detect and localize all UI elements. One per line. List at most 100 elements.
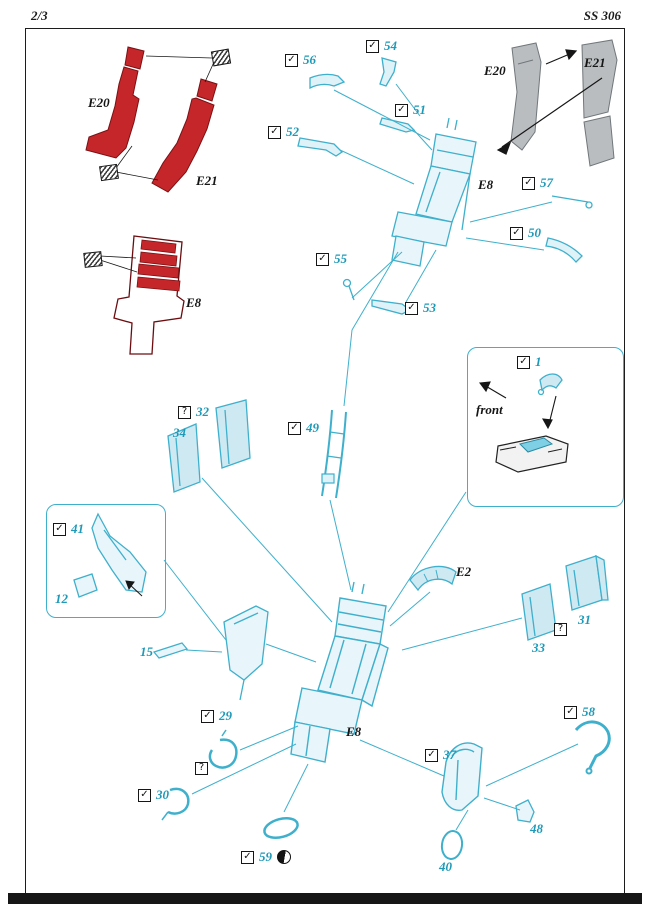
checkbox-icon: ✓ bbox=[425, 748, 438, 762]
label-e8-red: E8 bbox=[186, 295, 202, 310]
callout-58: ✓ 58 bbox=[564, 704, 595, 719]
check-icon: ✓ bbox=[287, 54, 296, 65]
part-number: 48 bbox=[530, 821, 543, 836]
hatch-leader-lines bbox=[99, 55, 215, 273]
part-number: 37 bbox=[443, 747, 456, 762]
pe-backrest-panel bbox=[223, 605, 269, 701]
bend-symbol-icon bbox=[277, 850, 291, 864]
part-number: 41 bbox=[71, 521, 84, 536]
part-number: 29 bbox=[219, 708, 232, 723]
detail-frame-box bbox=[467, 347, 624, 507]
callout-29: ✓ 29 bbox=[201, 708, 232, 723]
part-number: 53 bbox=[423, 300, 436, 315]
part-number: 54 bbox=[384, 38, 397, 53]
question-box-icon: ? bbox=[195, 761, 208, 775]
pe-panels-34-32 bbox=[167, 399, 251, 493]
pe-part-48 bbox=[515, 799, 535, 823]
pe-seat-top bbox=[391, 117, 477, 267]
checkbox-icon: ✓ bbox=[366, 39, 379, 53]
pe-hook-58 bbox=[574, 720, 611, 775]
question-icon: ? bbox=[181, 406, 188, 417]
page-footer-bar bbox=[8, 893, 642, 904]
sheet-code: SS 306 bbox=[583, 8, 621, 23]
pe-panels-31-33 bbox=[521, 554, 609, 641]
red-part-e21 bbox=[151, 78, 218, 193]
checkbox-icon: ✓ bbox=[395, 103, 408, 117]
assembly-arrows bbox=[496, 49, 603, 155]
pe-seatside-37 bbox=[441, 742, 483, 811]
pe-part-12 bbox=[73, 573, 98, 598]
callout-56: ✓ 56 bbox=[285, 52, 316, 67]
callout-33: 33 bbox=[532, 640, 545, 655]
checkbox-icon: ✓ bbox=[517, 355, 530, 369]
checkbox-icon: ✓ bbox=[53, 522, 66, 536]
callout-49: ✓ 49 bbox=[288, 420, 319, 435]
leaders-left-middle bbox=[163, 559, 317, 663]
callout-34: 34 bbox=[173, 425, 186, 440]
detail-box-part-1 bbox=[537, 373, 563, 396]
pe-part-e2 bbox=[389, 565, 457, 627]
part-number: 1 bbox=[535, 354, 542, 369]
check-icon: ✓ bbox=[290, 422, 299, 433]
pe-rod-15 bbox=[152, 642, 189, 659]
callout-57: ✓ 57 bbox=[522, 175, 553, 190]
gray-part-e21 bbox=[581, 39, 618, 167]
part-number: 58 bbox=[582, 704, 595, 719]
callout-question-31: ? bbox=[554, 622, 567, 636]
checkbox-icon: ✓ bbox=[268, 125, 281, 139]
callout-50: ✓ 50 bbox=[510, 225, 541, 240]
label-e20-gray: E20 bbox=[484, 63, 506, 78]
label-e21-gray: E21 bbox=[584, 55, 606, 70]
callout-59: ✓ 59 bbox=[241, 849, 291, 864]
pe-oval-40 bbox=[440, 830, 464, 860]
callout-32: ? 32 bbox=[178, 404, 209, 419]
page-border bbox=[25, 28, 625, 893]
check-icon: ✓ bbox=[203, 710, 212, 721]
check-icon: ✓ bbox=[270, 126, 279, 137]
part-number: 34 bbox=[173, 425, 186, 440]
label-e8-main: E8 bbox=[346, 724, 362, 739]
pe-sheet-icon bbox=[83, 251, 103, 268]
pe-sheet-icon bbox=[99, 163, 119, 182]
part-number: 56 bbox=[303, 52, 316, 67]
part-number: 50 bbox=[528, 225, 541, 240]
check-icon: ✓ bbox=[512, 227, 521, 238]
check-icon: ✓ bbox=[524, 177, 533, 188]
part-number: 40 bbox=[439, 859, 452, 874]
part-number: 49 bbox=[306, 420, 319, 435]
part-number: 12 bbox=[55, 591, 68, 606]
pe-frame-41 bbox=[91, 512, 147, 593]
label-e21-red: E21 bbox=[196, 173, 218, 188]
callout-12: 12 bbox=[55, 591, 68, 606]
part-number: 52 bbox=[286, 124, 299, 139]
check-icon: ✓ bbox=[318, 253, 327, 264]
check-icon: ✓ bbox=[243, 851, 252, 862]
part-number: 30 bbox=[156, 787, 169, 802]
part-number: 57 bbox=[540, 175, 553, 190]
check-icon: ✓ bbox=[140, 789, 149, 800]
checkbox-icon: ✓ bbox=[405, 301, 418, 315]
callout-54: ✓ 54 bbox=[366, 38, 397, 53]
callout-51: ✓ 51 bbox=[395, 102, 426, 117]
leaders-bottom bbox=[191, 491, 467, 813]
callout-1: ✓ 1 bbox=[517, 354, 542, 369]
callout-40: 40 bbox=[439, 859, 452, 874]
checkbox-icon: ✓ bbox=[201, 709, 214, 723]
callout-52: ✓ 52 bbox=[268, 124, 299, 139]
question-box-icon: ? bbox=[178, 405, 191, 419]
pe-seat-main bbox=[290, 581, 389, 763]
checkbox-icon: ✓ bbox=[138, 788, 151, 802]
callout-41: ✓ 41 bbox=[53, 521, 84, 536]
pe-ring-59 bbox=[263, 817, 299, 839]
checkbox-icon: ✓ bbox=[564, 705, 577, 719]
leader-lines-top bbox=[333, 83, 553, 407]
pe-hook-30 bbox=[161, 787, 190, 821]
question-box-icon: ? bbox=[554, 622, 567, 636]
question-icon: ? bbox=[198, 762, 205, 773]
part-number: 33 bbox=[532, 640, 545, 655]
pe-harness-49 bbox=[321, 409, 352, 591]
callout-15: 15 bbox=[140, 644, 153, 659]
frame-41-arrow bbox=[125, 580, 143, 597]
callout-37: ✓ 37 bbox=[425, 747, 456, 762]
part-number: 15 bbox=[140, 644, 153, 659]
